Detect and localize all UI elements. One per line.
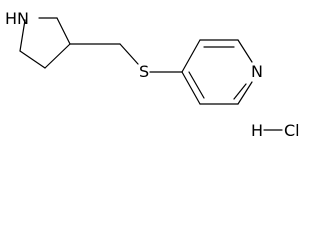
thioether-linker <box>69 43 183 73</box>
atom-label-cl: Cl <box>284 121 300 140</box>
atom-label-h-salt: H <box>251 121 263 140</box>
pyridine-ring <box>181 39 253 105</box>
double-bond <box>188 71 205 99</box>
bond <box>44 43 71 69</box>
structure-canvas: H N S N H Cl <box>5 9 300 140</box>
bond <box>181 71 201 105</box>
bond <box>181 39 201 73</box>
bond <box>19 19 26 52</box>
double-bond <box>233 83 247 100</box>
atom-label-n-pyridine: N <box>251 62 263 81</box>
bond <box>119 43 139 65</box>
bond <box>19 50 46 69</box>
chemical-structure: H N S N H Cl <box>5 9 300 140</box>
bond <box>56 17 71 45</box>
atom-label-n-pyrrolidine: N <box>17 9 29 28</box>
atom-label-s: S <box>139 62 149 81</box>
bond <box>237 81 253 105</box>
atom-label-h: H <box>5 9 17 28</box>
pyrrolidine-ring <box>19 17 71 69</box>
bond <box>237 39 253 63</box>
